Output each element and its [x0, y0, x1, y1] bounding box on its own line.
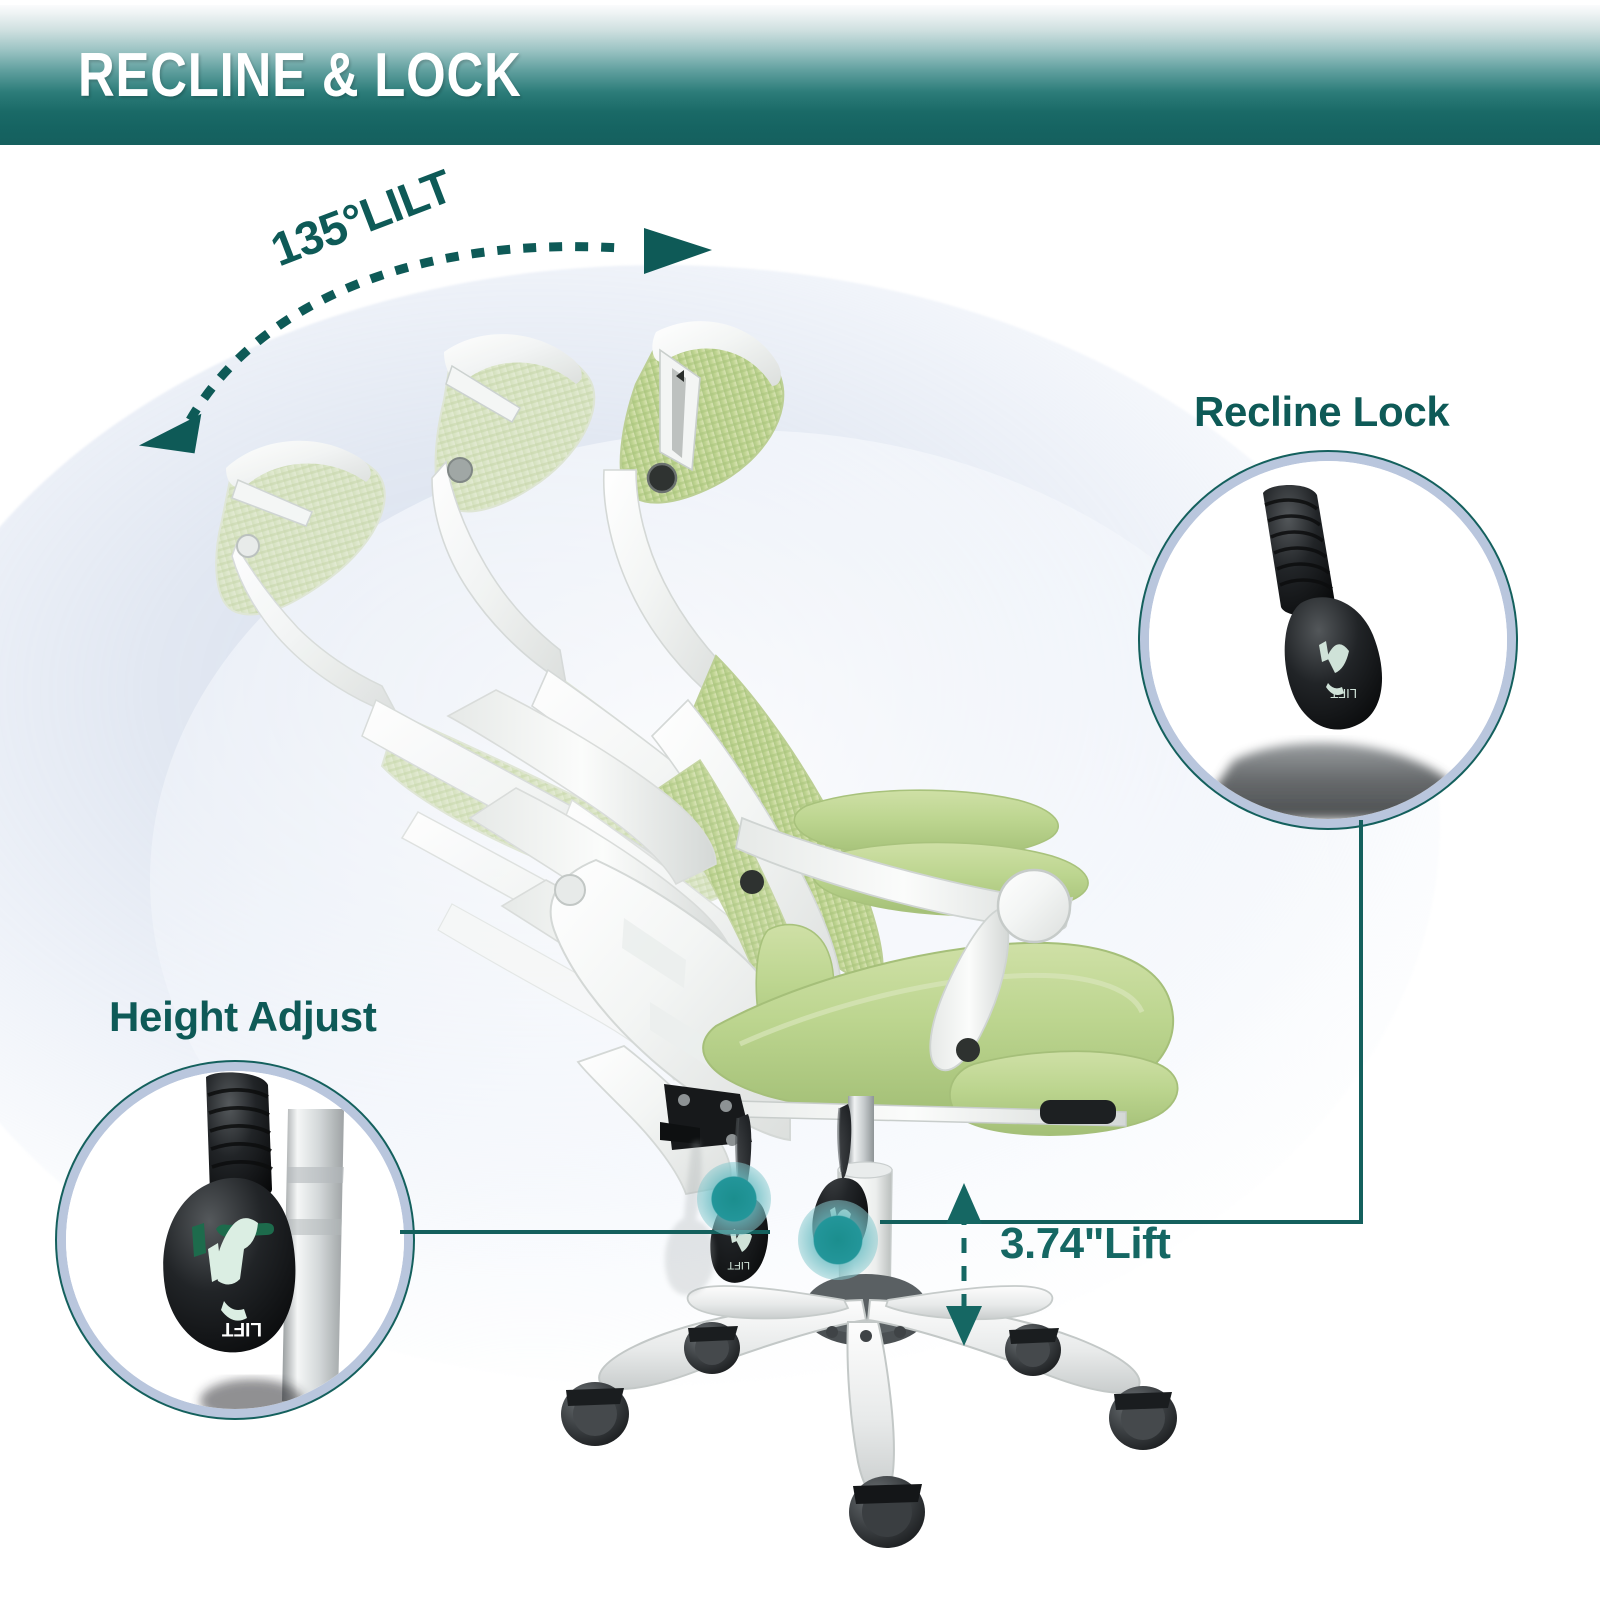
header-banner: RECLINE & LOCK — [0, 5, 1600, 145]
chair-seat-assembly — [660, 789, 1179, 1150]
recline-lock-callout[interactable]: LIFT — [1149, 461, 1507, 819]
caster — [561, 1382, 629, 1446]
caster — [1109, 1386, 1177, 1450]
caster — [849, 1476, 925, 1548]
caster — [684, 1322, 740, 1374]
svg-text:LIFT: LIFT — [222, 1318, 262, 1339]
caster — [1005, 1324, 1061, 1376]
hotspot-recline-lever — [798, 1200, 878, 1280]
height-adjust-callout[interactable]: LIFT — [66, 1071, 404, 1409]
page-title: RECLINE & LOCK — [78, 41, 522, 110]
lift-measure-label: 3.74"Lift — [1000, 1219, 1171, 1268]
svg-text:LIFT: LIFT — [1330, 686, 1357, 701]
hotspot-height-lever — [697, 1162, 771, 1236]
recline-lock-label: Recline Lock — [1194, 388, 1450, 435]
connector-recline-horizontal — [880, 1220, 1363, 1224]
height-adjust-zoom-art: LIFT — [66, 1071, 404, 1409]
connector-height-horizontal — [400, 1230, 770, 1234]
svg-text:LIFT: LIFT — [727, 1259, 750, 1271]
chair-base-assembly — [561, 1096, 1177, 1548]
recline-lock-zoom-art: LIFT — [1149, 461, 1507, 819]
height-adjust-label: Height Adjust — [109, 993, 377, 1040]
connector-recline-vertical — [1359, 820, 1363, 1224]
